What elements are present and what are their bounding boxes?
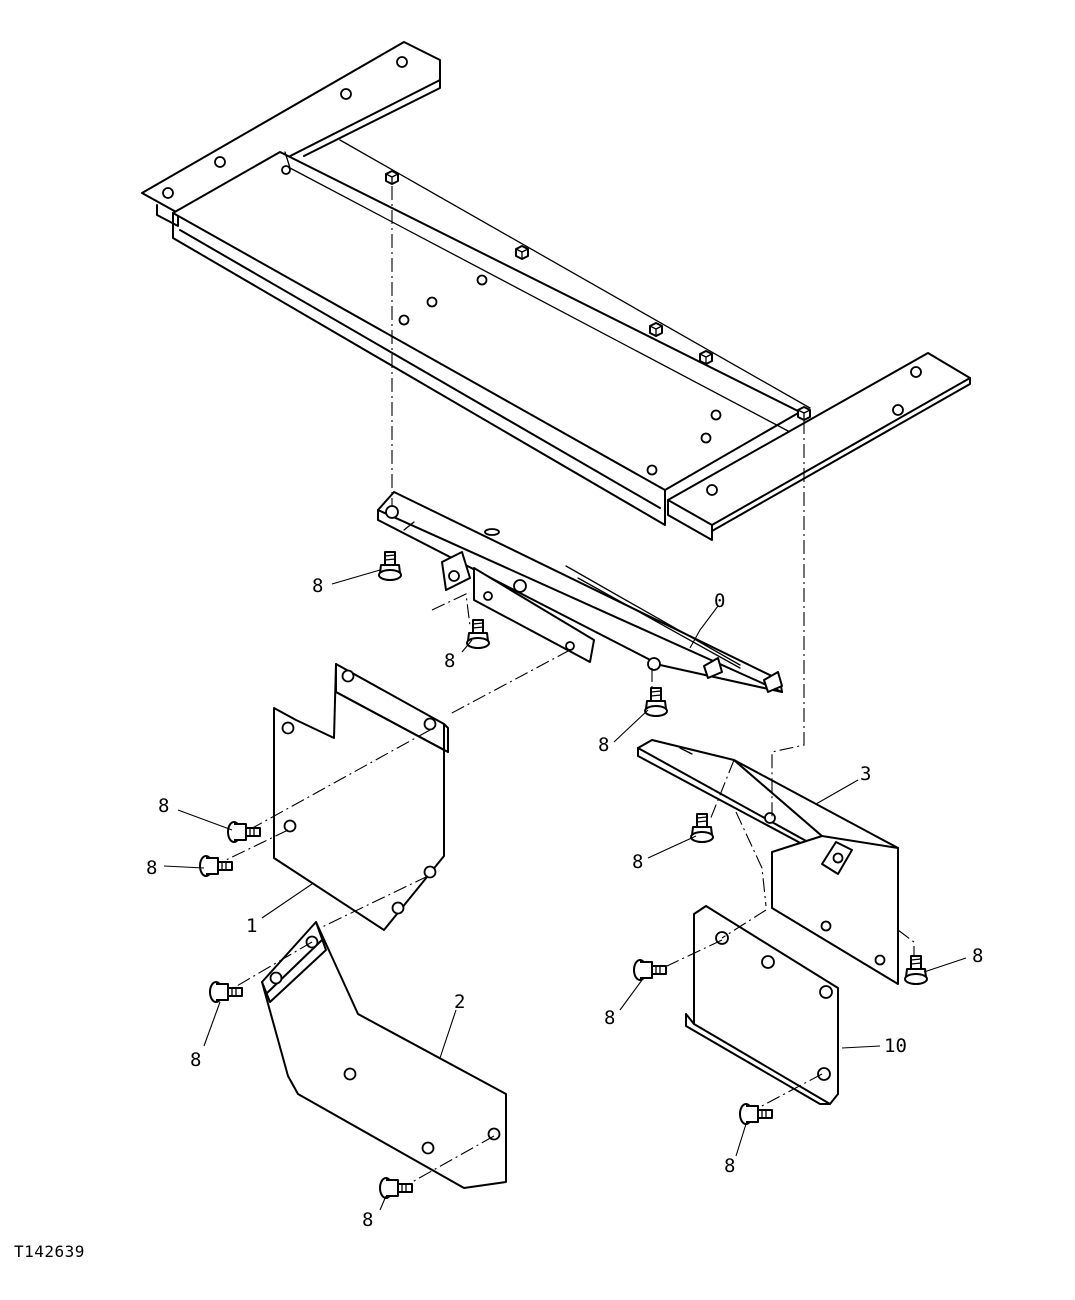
leader-lines: [163, 569, 967, 1211]
callout-8: 8: [632, 851, 643, 873]
callout-2: 2: [454, 991, 465, 1013]
callout-0: 0: [714, 590, 725, 612]
bracket-0: [377, 491, 783, 693]
callout-8: 8: [444, 650, 455, 672]
figure-id: T142639: [14, 1242, 85, 1261]
plate-10: [685, 905, 839, 1105]
callouts: 0 1 2 3 10 8 8 8 8 8 8 8 8 8 8 8: [146, 575, 983, 1231]
plate-1: [273, 663, 449, 931]
callout-1: 1: [246, 915, 257, 937]
callout-8: 8: [362, 1209, 373, 1231]
callout-8: 8: [312, 575, 323, 597]
bracket-3: [637, 739, 899, 985]
plate-2: [261, 921, 507, 1189]
callout-8: 8: [190, 1049, 201, 1071]
callout-8: 8: [724, 1155, 735, 1177]
callout-8: 8: [598, 734, 609, 756]
callout-8: 8: [972, 945, 983, 967]
frame-assembly: [141, 41, 971, 541]
callout-8: 8: [146, 857, 157, 879]
callout-8: 8: [604, 1007, 615, 1029]
callout-10: 10: [884, 1035, 907, 1057]
callout-8: 8: [158, 795, 169, 817]
callout-3: 3: [860, 763, 871, 785]
